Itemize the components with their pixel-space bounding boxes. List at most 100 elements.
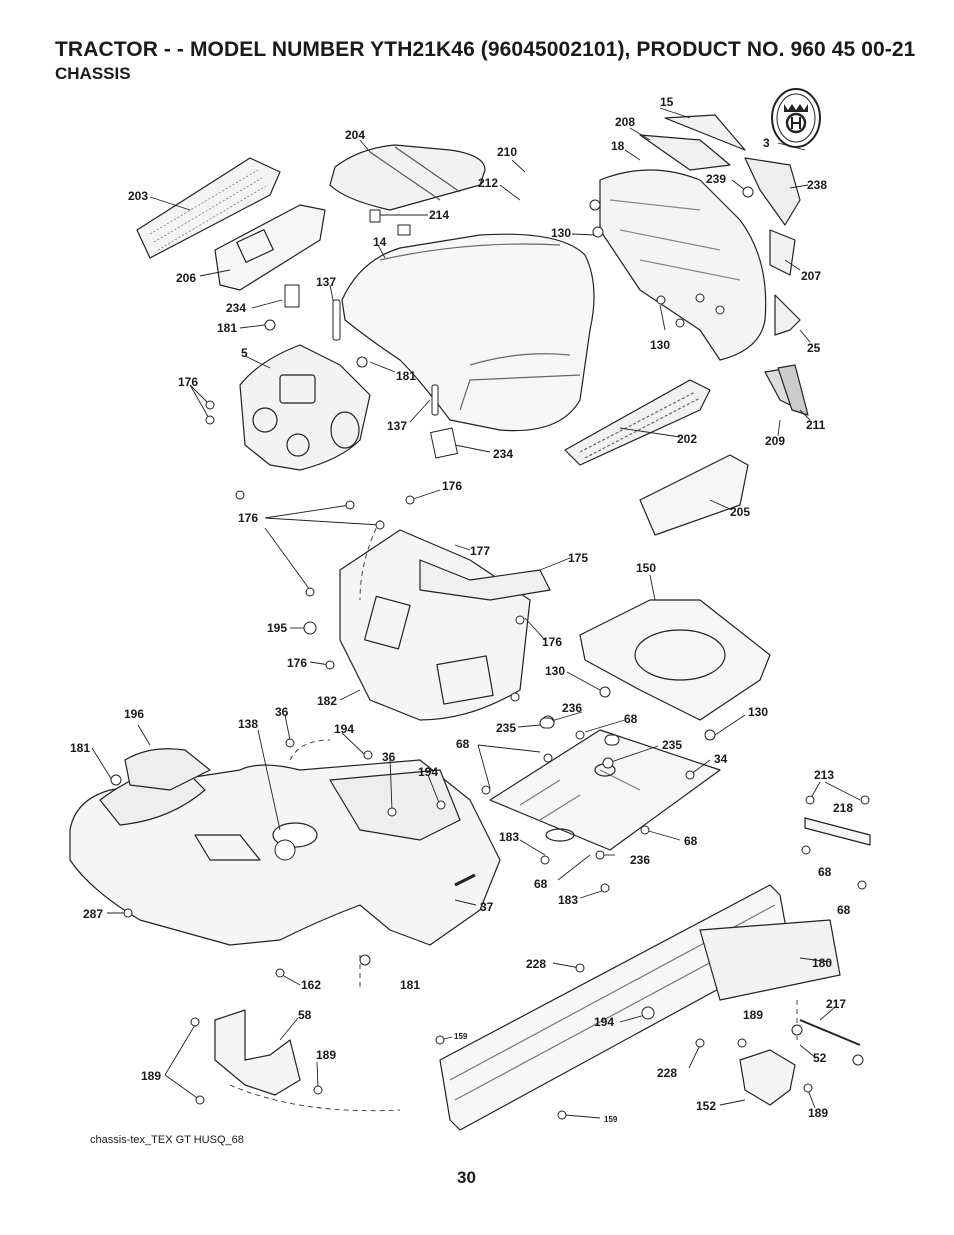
callout-194-a: 194	[334, 722, 355, 736]
callout-68-f: 68	[837, 903, 851, 917]
part-58-bracket	[214, 1009, 301, 1096]
callout-130-a: 130	[551, 226, 572, 240]
part-18-side-panel	[599, 114, 809, 416]
callout-130-b: 130	[650, 338, 671, 352]
callout-14: 14	[373, 235, 387, 249]
callout-189-a: 189	[743, 1008, 764, 1022]
part-203-grille-strip	[136, 157, 281, 259]
callout-212: 212	[478, 176, 499, 190]
callout-138: 138	[238, 717, 259, 731]
callout-196: 196	[124, 707, 145, 721]
callout-207: 207	[801, 269, 822, 283]
callout-214: 214	[429, 208, 450, 222]
part-152-bracket	[739, 1049, 796, 1106]
callout-234-a: 234	[226, 301, 247, 315]
callout-176-d: 176	[542, 635, 563, 649]
callout-180: 180	[812, 956, 833, 970]
callout-181-b: 181	[396, 369, 417, 383]
callout-68-c: 68	[684, 834, 698, 848]
callout-205: 205	[730, 505, 751, 519]
leader-lines	[91, 107, 861, 1119]
callout-228-b: 228	[657, 1066, 678, 1080]
drawing-reference: chassis-tex_TEX GT HUSQ_68	[90, 1134, 244, 1146]
callout-206: 206	[176, 271, 197, 285]
callout-234-b: 234	[493, 447, 514, 461]
callout-194-b: 194	[418, 765, 439, 779]
callout-208: 208	[615, 115, 636, 129]
callout-238: 238	[807, 178, 828, 192]
callout-176-c: 176	[238, 511, 259, 525]
part-180-frame	[439, 884, 841, 1131]
callout-239: 239	[706, 172, 727, 186]
callout-34: 34	[714, 752, 728, 766]
callout-36-b: 36	[382, 750, 396, 764]
callout-181-d: 181	[400, 978, 421, 992]
part-196-panel	[124, 748, 211, 791]
callout-189-b: 189	[316, 1048, 337, 1062]
callout-52: 52	[813, 1051, 827, 1065]
callout-3: 3	[763, 136, 770, 150]
callout-204: 204	[345, 128, 366, 142]
callout-137-a: 137	[316, 275, 337, 289]
callout-5: 5	[241, 346, 248, 360]
callout-36-a: 36	[275, 705, 289, 719]
fastener-set	[110, 186, 870, 1120]
callout-228-a: 228	[526, 957, 547, 971]
callout-25: 25	[807, 341, 821, 355]
callout-68-b: 68	[456, 737, 470, 751]
callout-58: 58	[298, 1008, 312, 1022]
callout-68-d: 68	[818, 865, 832, 879]
callout-211: 211	[806, 418, 826, 432]
callout-209: 209	[765, 434, 786, 448]
callout-287: 287	[83, 907, 104, 921]
callout-183-a: 183	[499, 830, 520, 844]
callout-218: 218	[833, 801, 854, 815]
callout-203: 203	[128, 189, 149, 203]
assembly-guide-lines	[229, 519, 798, 1112]
callout-176-b: 176	[442, 479, 463, 493]
callout-177: 177	[470, 544, 491, 558]
callout-182: 182	[317, 694, 338, 708]
callout-202: 202	[677, 432, 698, 446]
page-title: TRACTOR - - MODEL NUMBER YTH21K46 (96045…	[55, 38, 916, 61]
part-150-battery-tray	[579, 599, 771, 721]
callout-150: 150	[636, 561, 657, 575]
part-205-lower-cover	[639, 454, 749, 536]
callout-130-d: 130	[748, 705, 769, 719]
callout-235-a: 235	[496, 721, 517, 735]
callout-217: 217	[826, 997, 847, 1011]
callout-236-a: 236	[562, 701, 583, 715]
part-34-mounting-plate	[489, 729, 721, 851]
callout-189-d: 189	[808, 1106, 829, 1120]
section-subtitle: CHASSIS	[55, 64, 131, 83]
part-5-dash-assembly	[239, 344, 371, 471]
part-217-rod	[799, 1019, 861, 1046]
callout-152: 152	[696, 1099, 717, 1113]
part-218-bracket	[804, 817, 871, 846]
callout-183-b: 183	[558, 893, 579, 907]
callout-15: 15	[660, 95, 674, 109]
callout-37: 37	[480, 900, 494, 914]
part-204-hood-top	[329, 144, 486, 211]
callout-213: 213	[814, 768, 835, 782]
callout-181-a: 181	[217, 321, 238, 335]
callout-68-a: 68	[624, 712, 638, 726]
brand-logo	[771, 88, 821, 148]
callout-176-a: 176	[178, 375, 199, 389]
callout-162: 162	[301, 978, 322, 992]
callout-18: 18	[611, 139, 625, 153]
callout-235-b: 235	[662, 738, 683, 752]
callout-176-e: 176	[287, 656, 308, 670]
callout-189-c: 189	[141, 1069, 162, 1083]
callout-181-c: 181	[70, 741, 91, 755]
callout-210: 210	[497, 145, 518, 159]
callout-68-e: 68	[534, 877, 548, 891]
part-14-hood	[341, 233, 595, 432]
page-number: 30	[457, 1168, 476, 1187]
part-182-front-pod	[339, 529, 551, 721]
callout-159-a: 159	[454, 1032, 468, 1041]
callout-130-c: 130	[545, 664, 566, 678]
callout-195: 195	[267, 621, 288, 635]
callout-159-b: 159	[604, 1115, 618, 1124]
